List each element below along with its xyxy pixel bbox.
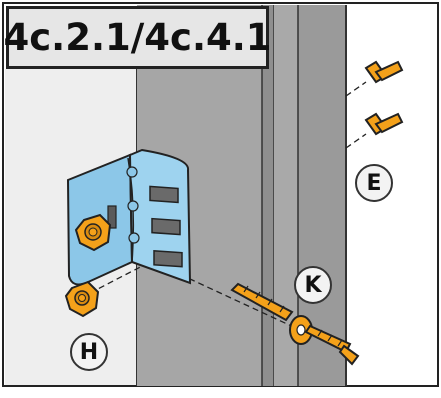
bolt-icon	[364, 112, 404, 136]
flange-nut-icon	[74, 213, 112, 252]
step-title: 4c.2.1/4c.4.1	[3, 16, 272, 59]
callout-e: E	[355, 164, 393, 202]
callout-h-label: H	[79, 339, 99, 365]
flange-nut-icon	[64, 280, 100, 318]
callout-h: H	[70, 333, 108, 371]
screw-icon	[304, 324, 360, 366]
bolt-icon	[364, 60, 404, 84]
wall-plug-icon	[230, 282, 294, 322]
callout-k-label: K	[304, 272, 322, 298]
step-title-box: 4c.2.1/4c.4.1	[3, 6, 272, 69]
callout-k: K	[294, 266, 332, 304]
callout-e-label: E	[366, 170, 382, 196]
